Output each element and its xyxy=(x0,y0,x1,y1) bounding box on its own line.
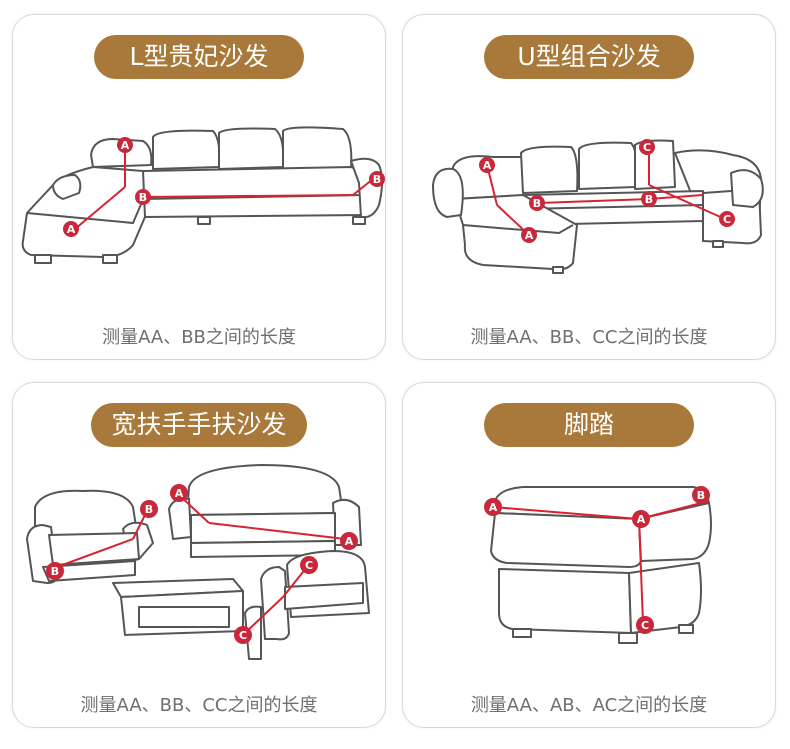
marker-label: C xyxy=(723,213,731,226)
marker-label: B xyxy=(139,191,147,204)
marker-label: A xyxy=(483,159,492,172)
card-wide-arm-sofa: 宽扶手手扶沙发 xyxy=(12,382,386,728)
marker-label: B xyxy=(645,193,653,206)
marker-label: C xyxy=(239,629,247,642)
card-title: L型贵妃沙发 xyxy=(94,35,304,79)
card-footstool: 脚踏 A A B C 测 xyxy=(402,382,776,728)
marker-label: A xyxy=(345,535,354,548)
card-title: 脚踏 xyxy=(484,403,694,447)
footstool-illustration: A A B C xyxy=(484,486,712,644)
wide-arm-sofa-illustration: B B A A C C xyxy=(26,464,370,660)
card-title: U型组合沙发 xyxy=(484,35,694,79)
marker-label: A xyxy=(121,139,130,152)
card-caption: 测量AA、BB之间的长度 xyxy=(102,327,296,348)
card-u-sofa: U型组合沙发 xyxy=(402,14,776,360)
marker-label: A xyxy=(637,513,646,526)
marker-label: B xyxy=(51,565,59,578)
marker-label: B xyxy=(373,173,381,186)
card-caption: 测量AA、BB、CC之间的长度 xyxy=(470,327,708,348)
u-sofa-illustration: A A B B C C xyxy=(432,139,764,274)
marker-label: C xyxy=(305,559,313,572)
card-caption: 测量AA、AB、AC之间的长度 xyxy=(470,695,708,716)
card-caption: 测量AA、BB、CC之间的长度 xyxy=(80,695,318,716)
marker-label: B xyxy=(145,503,153,516)
marker-label: B xyxy=(533,197,541,210)
marker-label: C xyxy=(643,141,651,154)
marker-label: A xyxy=(489,501,498,514)
marker-label: A xyxy=(175,487,184,500)
marker-label: C xyxy=(641,619,649,632)
l-sofa-illustration: A A B B xyxy=(21,126,385,264)
card-l-sofa: L型贵妃沙发 xyxy=(12,14,386,360)
marker-label: A xyxy=(525,229,534,242)
marker-label: B xyxy=(697,489,705,502)
card-title: 宽扶手手扶沙发 xyxy=(91,403,307,447)
marker-label: A xyxy=(67,223,76,236)
